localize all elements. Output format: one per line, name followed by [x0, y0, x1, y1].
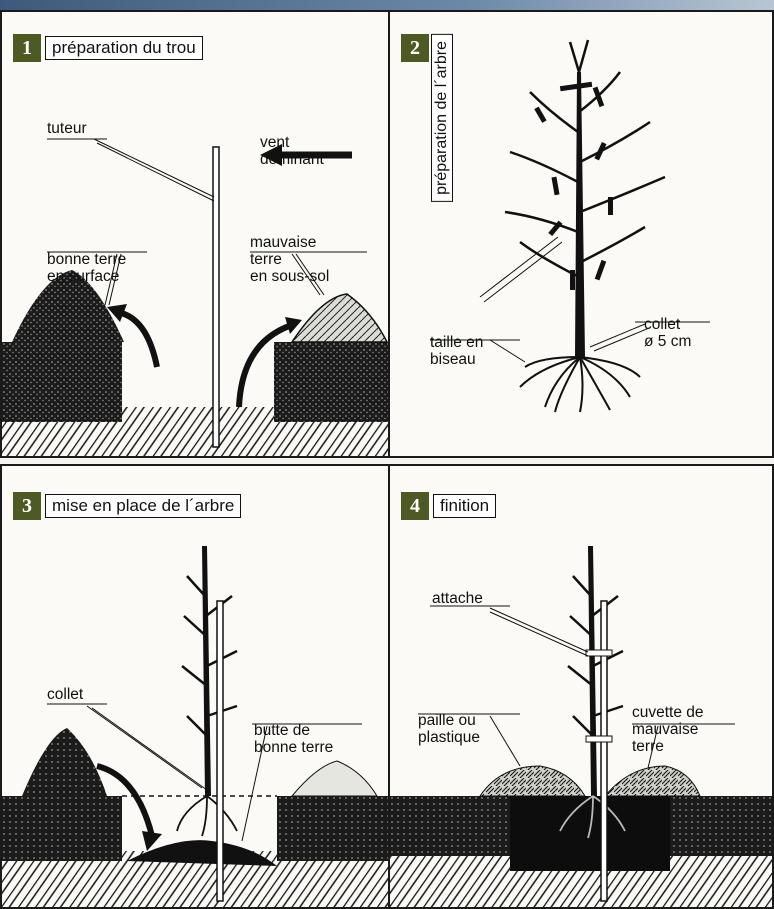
mulch-mound — [480, 766, 585, 796]
panel-title: finition — [433, 494, 496, 518]
tree-branches — [505, 40, 665, 277]
panel-title: mise en place de l´arbre — [45, 494, 241, 518]
step-number-badge: 1 — [13, 34, 41, 62]
panel-title: préparation du trou — [45, 36, 203, 60]
label-tie: attache — [432, 590, 483, 607]
stake — [213, 147, 219, 447]
tie — [586, 736, 612, 742]
stake — [217, 601, 223, 901]
panel-tree-placement: 3 mise en place de l´arbre collet butte … — [0, 464, 390, 909]
stake — [601, 601, 607, 901]
step-number-badge: 4 — [401, 492, 429, 520]
step-number-badge: 2 — [401, 34, 429, 62]
tree-roots — [520, 357, 640, 412]
panel-title: préparation de l´arbre — [431, 34, 453, 202]
label-collar: collet — [47, 686, 83, 703]
tree-trunk — [575, 72, 585, 357]
label-tuteur: tuteur — [47, 120, 87, 137]
top-banner-strip — [0, 0, 774, 10]
step-number-badge: 3 — [13, 492, 41, 520]
tie — [586, 650, 612, 656]
